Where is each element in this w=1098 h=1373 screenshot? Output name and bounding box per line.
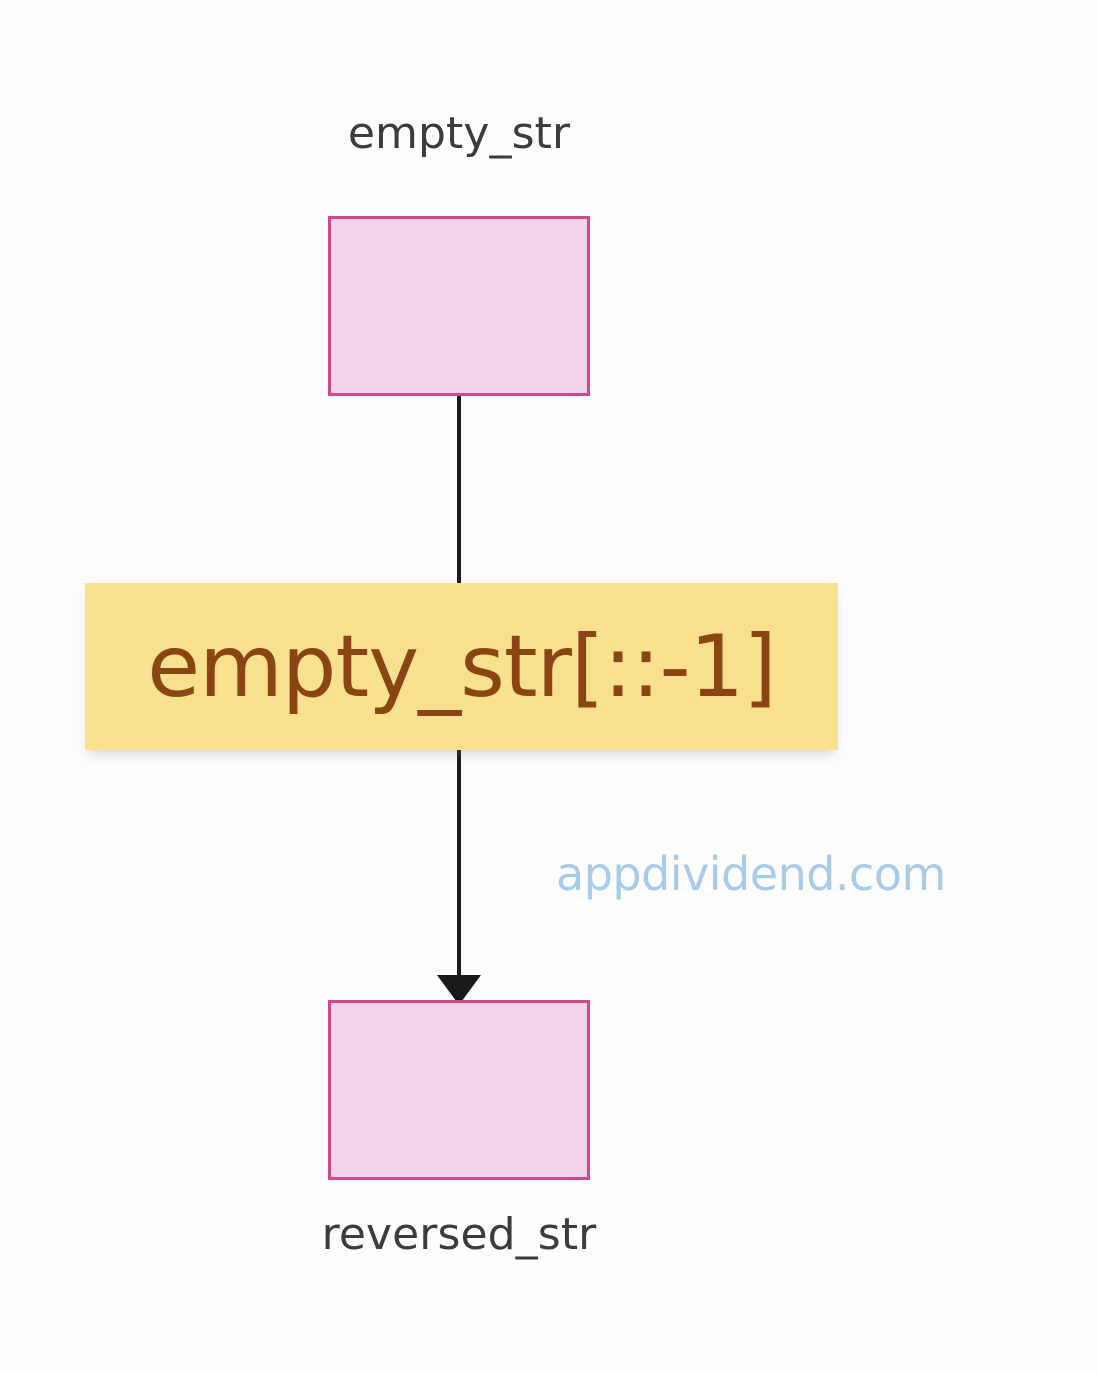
operation-banner-label: empty_str[::-1] bbox=[147, 616, 777, 717]
input-variable-box bbox=[328, 216, 590, 396]
watermark-text: appdividend.com bbox=[556, 847, 946, 901]
top-node-label: empty_str bbox=[347, 108, 571, 159]
output-variable-box bbox=[328, 1000, 590, 1180]
bottom-node-label: reversed_str bbox=[321, 1209, 597, 1260]
edge-operation-to-output bbox=[457, 748, 461, 1000]
operation-banner: empty_str[::-1] bbox=[85, 583, 838, 750]
edge-input-to-operation bbox=[457, 396, 461, 586]
